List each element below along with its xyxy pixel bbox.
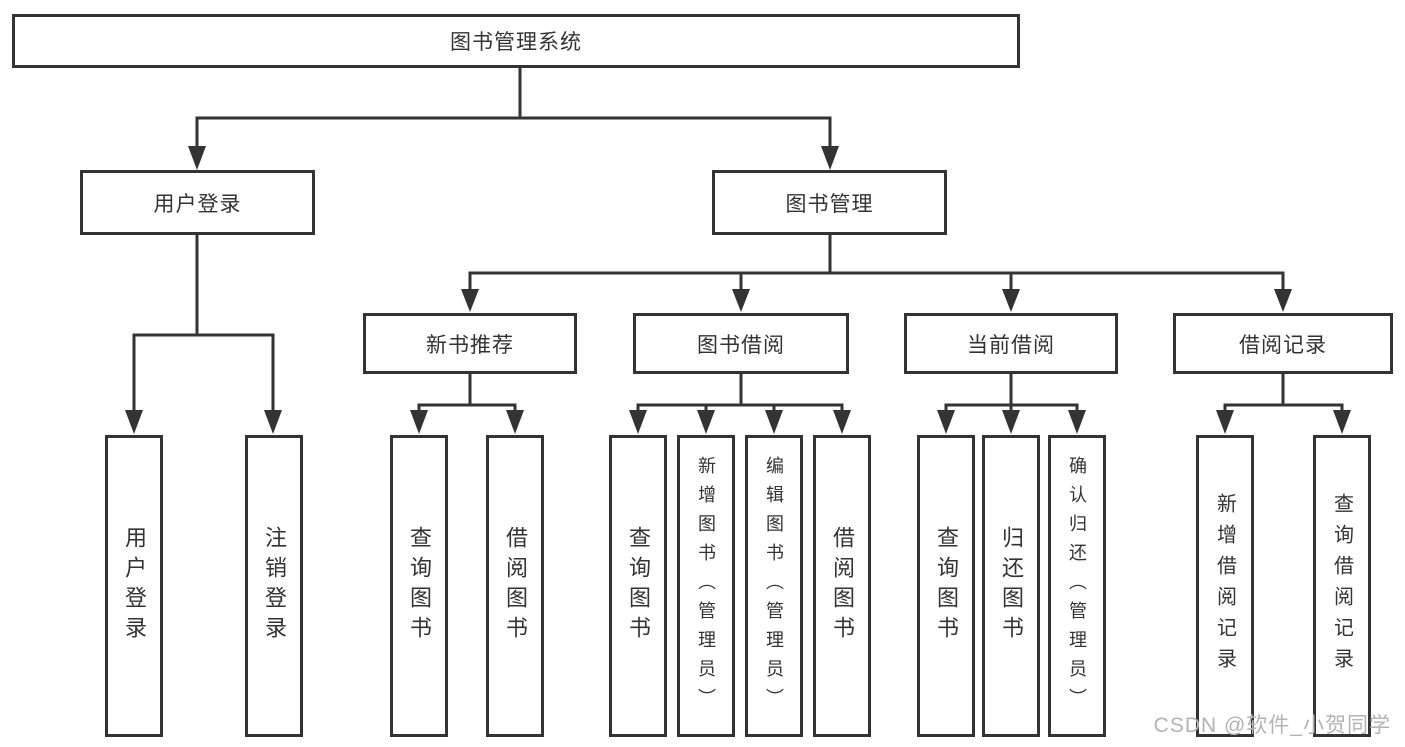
node-label: 确认归还（管理员） — [1067, 455, 1087, 717]
arrow-down-icon — [125, 410, 143, 434]
node-label: 新增图书（管理员） — [696, 455, 716, 717]
node-user-login-leaf: 用户登录 — [105, 435, 163, 737]
node-current-borrowing: 当前借阅 — [904, 313, 1118, 374]
node-query-books-recommend: 查询图书 — [390, 435, 448, 737]
node-return-books: 归还图书 — [982, 435, 1040, 737]
node-label: 编辑图书（管理员） — [764, 455, 784, 717]
node-edit-books-admin: 编辑图书（管理员） — [745, 435, 803, 737]
arrow-down-icon — [732, 289, 750, 312]
arrow-down-icon — [188, 146, 206, 170]
node-label: 新增借阅记录 — [1213, 493, 1236, 679]
node-query-books-current: 查询图书 — [917, 435, 975, 737]
node-add-borrow-record: 新增借阅记录 — [1196, 435, 1254, 737]
arrow-down-icon — [833, 410, 851, 434]
node-label: 用户登录 — [122, 526, 147, 646]
arrow-down-icon — [410, 410, 428, 434]
arrow-down-icon — [821, 146, 839, 170]
arrow-down-icon — [629, 410, 647, 434]
node-logout: 注销登录 — [245, 435, 303, 737]
node-label: 查询图书 — [626, 526, 651, 646]
arrow-down-icon — [1216, 410, 1234, 434]
arrow-down-icon — [1002, 410, 1020, 434]
node-book-borrowing: 图书借阅 — [633, 313, 849, 374]
node-borrowing-records: 借阅记录 — [1173, 313, 1393, 374]
node-query-borrow-record: 查询借阅记录 — [1313, 435, 1371, 737]
arrow-down-icon — [1002, 289, 1020, 312]
arrow-down-icon — [1274, 289, 1292, 312]
arrow-down-icon — [697, 410, 715, 434]
arrow-down-icon — [506, 410, 524, 434]
arrow-down-icon — [461, 289, 479, 312]
node-user-login: 用户登录 — [80, 170, 315, 235]
arrow-down-icon — [264, 410, 282, 434]
node-label: 借阅图书 — [830, 526, 855, 646]
node-borrow-books-recommend: 借阅图书 — [486, 435, 544, 737]
watermark-text: CSDN @软件_小贺同学 — [1153, 714, 1391, 737]
arrow-down-icon — [937, 410, 955, 434]
arrow-down-icon — [765, 410, 783, 434]
node-label: 查询借阅记录 — [1330, 493, 1353, 679]
node-new-book-recommendation: 新书推荐 — [363, 313, 577, 374]
node-library-management-system: 图书管理系统 — [12, 14, 1020, 68]
arrowhead-icons — [125, 146, 1351, 434]
node-query-books-borrow: 查询图书 — [609, 435, 667, 737]
node-label: 查询图书 — [934, 526, 959, 646]
node-book-management: 图书管理 — [712, 170, 947, 235]
node-add-books-admin: 新增图书（管理员） — [677, 435, 735, 737]
node-label: 借阅图书 — [503, 526, 528, 646]
node-label: 归还图书 — [999, 526, 1024, 646]
arrow-down-icon — [1333, 410, 1351, 434]
node-label: 注销登录 — [262, 526, 287, 646]
node-borrow-books-leaf: 借阅图书 — [813, 435, 871, 737]
arrow-down-icon — [1068, 410, 1086, 434]
node-label: 查询图书 — [407, 526, 432, 646]
node-confirm-return-admin: 确认归还（管理员） — [1048, 435, 1106, 737]
